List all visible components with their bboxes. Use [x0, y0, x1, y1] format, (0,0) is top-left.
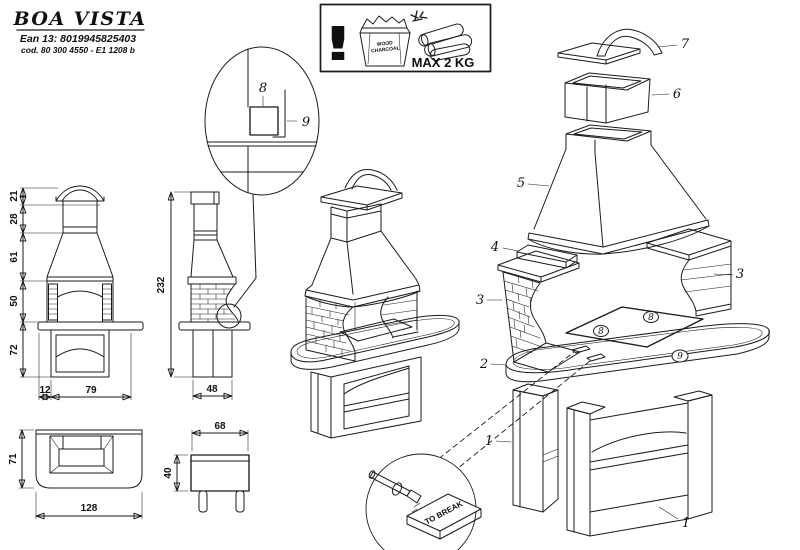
balloon-leader-line	[233, 193, 257, 308]
part-chimney-block: 6	[564, 72, 681, 124]
part3-left-label: 3	[476, 293, 484, 308]
title-block: BOA VISTA Ean 13: 8019945825403 cod. 80 …	[12, 8, 146, 55]
dim-hood-height: 61	[9, 251, 20, 263]
dim-grill-height: 40	[163, 467, 174, 479]
part5-label: 5	[517, 176, 525, 191]
chisel-tool-icon	[368, 470, 422, 513]
side-elevation-view: 232 48	[156, 191, 251, 401]
bag-label-line1: WOOD	[376, 40, 393, 48]
exclamation-icon: !	[322, 18, 355, 72]
side-depth-dimension: 48	[192, 379, 233, 401]
dim-top-width: 128	[81, 503, 98, 514]
dim-grill-width: 68	[214, 421, 226, 432]
charcoal-bag-icon: WOOD CHARCOAL	[359, 10, 428, 67]
top-plan-view: 71 128	[8, 429, 143, 519]
part-right-side-wall: 3	[646, 228, 744, 317]
break-detail-leader-lines	[431, 351, 591, 479]
dim-depth: 48	[206, 384, 218, 395]
balloon-part8-label: 8	[259, 81, 267, 96]
assembled-barbecue-view	[290, 169, 460, 439]
part-worktop: 9 2	[479, 323, 770, 383]
front-width-dimensions: 12 79	[38, 332, 132, 400]
balloon-part9-label: 9	[302, 115, 310, 130]
brand-title: BOA VISTA	[12, 8, 146, 30]
part6-label: 6	[673, 87, 681, 102]
top-view-dimensions: 71 128	[8, 429, 143, 519]
dim-firebox-height: 50	[9, 295, 20, 307]
warning-box-border	[319, 3, 492, 73]
part7-label: 7	[681, 37, 690, 52]
dim-total-height: 232	[156, 276, 167, 293]
grill-grate-view: 68 40	[163, 421, 250, 513]
part-base-right-assembly: 1	[566, 390, 713, 537]
dim-pedestal-width: 79	[85, 385, 97, 396]
charcoal-bits-icon	[410, 10, 428, 22]
to-break-detail: TO BREAK	[365, 453, 482, 550]
detail-balloon: 8 9	[204, 46, 320, 308]
max-load-label: MAX 2 KG	[412, 55, 475, 70]
part-lintel: 4	[490, 240, 578, 269]
ean-code: Ean 13: 8019945825403	[20, 33, 136, 45]
part2-label: 2	[479, 357, 488, 372]
bag-label-line2: CHARCOAL	[371, 45, 400, 54]
dim-shelf-overhang: 12	[39, 385, 51, 396]
dim-chimney-height: 28	[9, 213, 20, 225]
exploded-view: 7 6 5 4	[431, 28, 770, 537]
part-base-left-panel: 1	[485, 383, 559, 513]
break-block: TO BREAK	[406, 493, 482, 540]
part1-left-label: 1	[485, 434, 493, 449]
wood-logs-icon	[418, 23, 473, 61]
part-left-side-wall: 3	[476, 250, 581, 373]
warning-box: ! WOOD CHARCOAL MAX 2 KG	[319, 3, 492, 73]
side-height-dimension: 232	[156, 191, 194, 378]
knockout-tabs	[571, 345, 606, 362]
part-hood: 5	[517, 124, 710, 255]
dim-pedestal-height: 72	[9, 344, 20, 356]
front-height-dimensions: 21 28 61 50 72	[9, 187, 101, 378]
detail-reference-circle	[216, 303, 242, 329]
part9-label: 9	[677, 352, 683, 362]
dim-top-depth: 71	[8, 453, 19, 465]
part4-label: 4	[490, 240, 499, 255]
product-code: cod. 80 300 4550 - E1 1208 b	[21, 45, 135, 55]
front-elevation-view: 21 28 61 50 72 12 79	[9, 185, 144, 400]
part1-right-label: 1	[682, 516, 690, 531]
part8-label-a: 8	[598, 327, 604, 337]
part3-right-label: 3	[736, 267, 744, 282]
part8-label-b: 8	[648, 313, 654, 323]
part-chimney-cap: 7	[557, 28, 690, 65]
part-grill-grate: 8 8	[565, 306, 704, 348]
dim-cap-height: 21	[9, 190, 20, 202]
